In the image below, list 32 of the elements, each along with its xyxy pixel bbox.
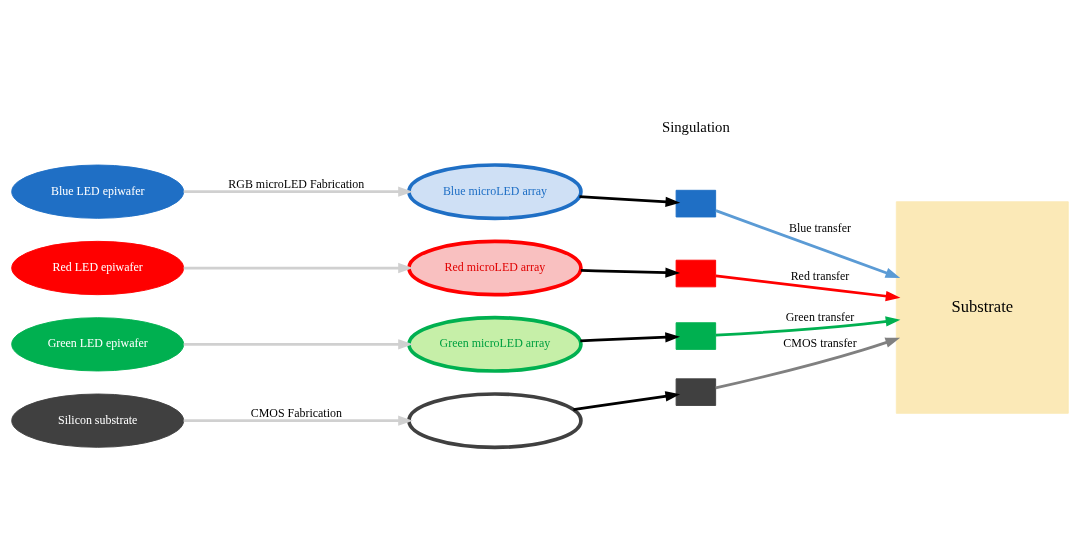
edge-label: CMOS transfer	[783, 335, 857, 350]
node-ellipse: Green LED epiwafer	[11, 317, 185, 372]
arrow	[715, 274, 901, 302]
node-box	[675, 259, 717, 288]
label: Singulation	[661, 118, 730, 135]
arrow	[579, 195, 681, 207]
node-ellipse: Green microLED array	[407, 315, 583, 373]
arrow	[715, 209, 901, 278]
arrow	[580, 332, 681, 343]
edge-label: Red transfer	[790, 269, 850, 284]
node-box	[675, 189, 717, 218]
node-ellipse: Silicon substrate	[11, 393, 185, 448]
node-box	[675, 322, 717, 350]
edge-label: RGB microLED Fabrication	[228, 177, 365, 192]
node-ellipse: Blue LED epiwafer	[11, 164, 185, 219]
arrow	[183, 339, 413, 350]
node-ellipse: Red LED epiwafer	[11, 240, 185, 296]
edge-label: CMOS Fabrication	[250, 406, 342, 421]
node-box: Substrate	[895, 201, 1069, 414]
arrow	[715, 337, 901, 390]
arrow	[580, 267, 681, 278]
node-circle	[407, 392, 583, 450]
arrow	[183, 415, 413, 426]
edge-label: Green transfer	[785, 309, 855, 324]
arrow	[183, 262, 413, 274]
arrow	[573, 391, 681, 411]
node-ellipse: Red microLED array	[407, 239, 583, 297]
edge-label: Blue transfer	[789, 220, 851, 235]
node-box	[675, 378, 717, 406]
arrow	[715, 316, 901, 337]
node-ellipse: Blue microLED array	[407, 163, 583, 221]
arrow	[183, 186, 413, 197]
